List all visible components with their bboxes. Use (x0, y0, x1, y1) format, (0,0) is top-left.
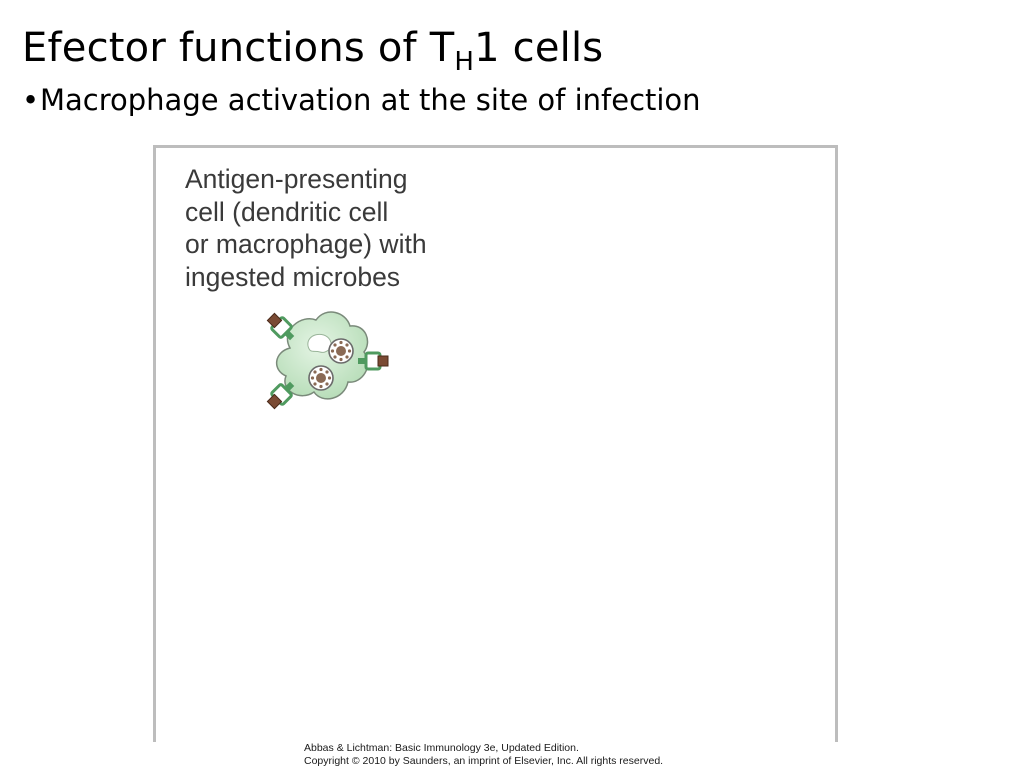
title-prefix: Efector functions of T (22, 25, 455, 71)
slide-title: Efector functions of TH1 cells (22, 24, 604, 75)
image-credit: Abbas & Lichtman: Basic Immunology 3e, U… (304, 742, 663, 768)
apc-label: Antigen-presenting cell (dendritic cell … (185, 164, 427, 292)
mhc-peptide-complex-right (358, 351, 389, 371)
credit-source-line: Abbas & Lichtman: Basic Immunology 3e, U… (304, 742, 579, 754)
apc-cell-body (276, 311, 369, 400)
mhc-peptide-complex-bottom (266, 381, 295, 410)
figure-frame (153, 145, 838, 742)
title-suffix: 1 cells (474, 25, 604, 71)
bullet-symbol: • (22, 83, 40, 117)
phagosome-upper (328, 338, 354, 364)
mhc-peptide-complex-top (266, 312, 295, 341)
credit-copyright-line: Copyright © 2010 by Saunders, an imprint… (304, 755, 664, 767)
antigen-presenting-cell-illustration (266, 311, 389, 410)
phagosome-lower (308, 365, 334, 391)
title-subscript: H (454, 47, 475, 77)
bullet-text: Macrophage activation at the site of inf… (40, 83, 701, 117)
bullet-point: •Macrophage activation at the site of in… (22, 82, 701, 118)
